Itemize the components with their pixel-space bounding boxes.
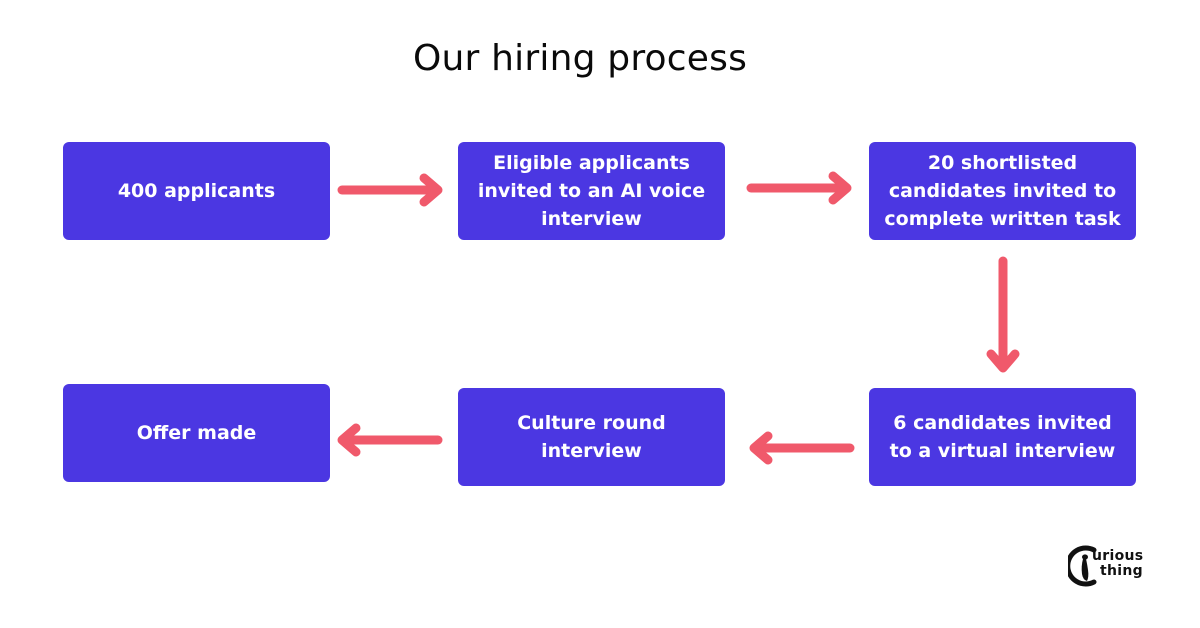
step-box-virtual-interview: 6 candidates invited to a virtual interv… [869,388,1136,486]
arrow-right-icon [746,171,852,205]
step-box-written-task: 20 shortlisted candidates invited to com… [869,142,1136,240]
step-box-culture-round: Culture round interview [458,388,725,486]
arrow-left-icon [337,423,443,457]
arrow-down-icon [986,256,1020,373]
step-label: Eligible applicants invited to an AI voi… [477,152,706,230]
curious-thing-logo-icon [1068,545,1097,587]
step-label: Offer made [136,422,257,444]
logo-line-1: urious [1092,548,1144,564]
arrow-left-icon [749,431,855,465]
step-label: 20 shortlisted candidates invited to com… [884,152,1121,230]
arrow-right-icon [337,173,443,207]
page-title: Our hiring process [412,38,748,79]
logo-wordmark: urious thing [1092,549,1143,579]
step-label: Culture round interview [517,412,666,462]
step-label: 400 applicants [117,180,276,202]
step-box-offer-made: Offer made [63,384,330,482]
step-label: 6 candidates invited to a virtual interv… [889,412,1116,462]
logo-line-2: thing [1100,563,1143,579]
step-box-applicants: 400 applicants [63,142,330,240]
step-box-ai-voice-interview: Eligible applicants invited to an AI voi… [458,142,725,240]
